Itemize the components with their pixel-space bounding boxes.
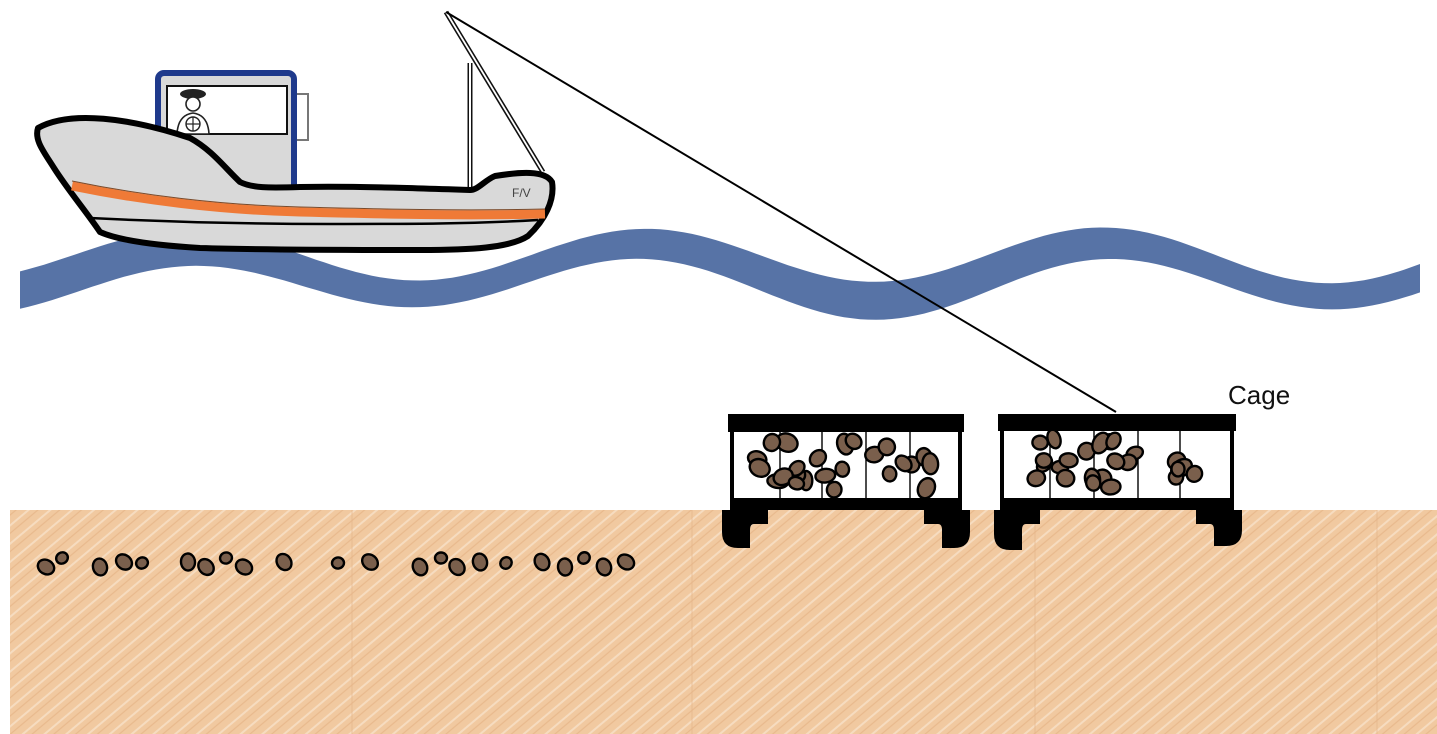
cage-oysters [1026,428,1205,495]
fishing-vessel: F/V [37,12,552,250]
oyster-icon [1032,435,1049,450]
oyster-icon [807,447,830,470]
oyster-icon [921,452,939,475]
oyster-icon [1059,453,1078,469]
oyster-icon [834,461,850,478]
oyster-icon [915,475,939,501]
oyster-icon [826,481,843,499]
oyster-icon [180,553,195,571]
oyster-icon [1100,479,1121,496]
hull-marking: F/V [512,186,531,200]
oyster-icon [1171,461,1185,476]
oyster-icon [331,557,345,570]
oyster-icon [1035,453,1052,469]
cage-label: Cage [1228,380,1290,410]
oyster-icon [435,552,447,563]
oyster-icon [557,558,573,576]
oyster-icon [882,465,898,482]
